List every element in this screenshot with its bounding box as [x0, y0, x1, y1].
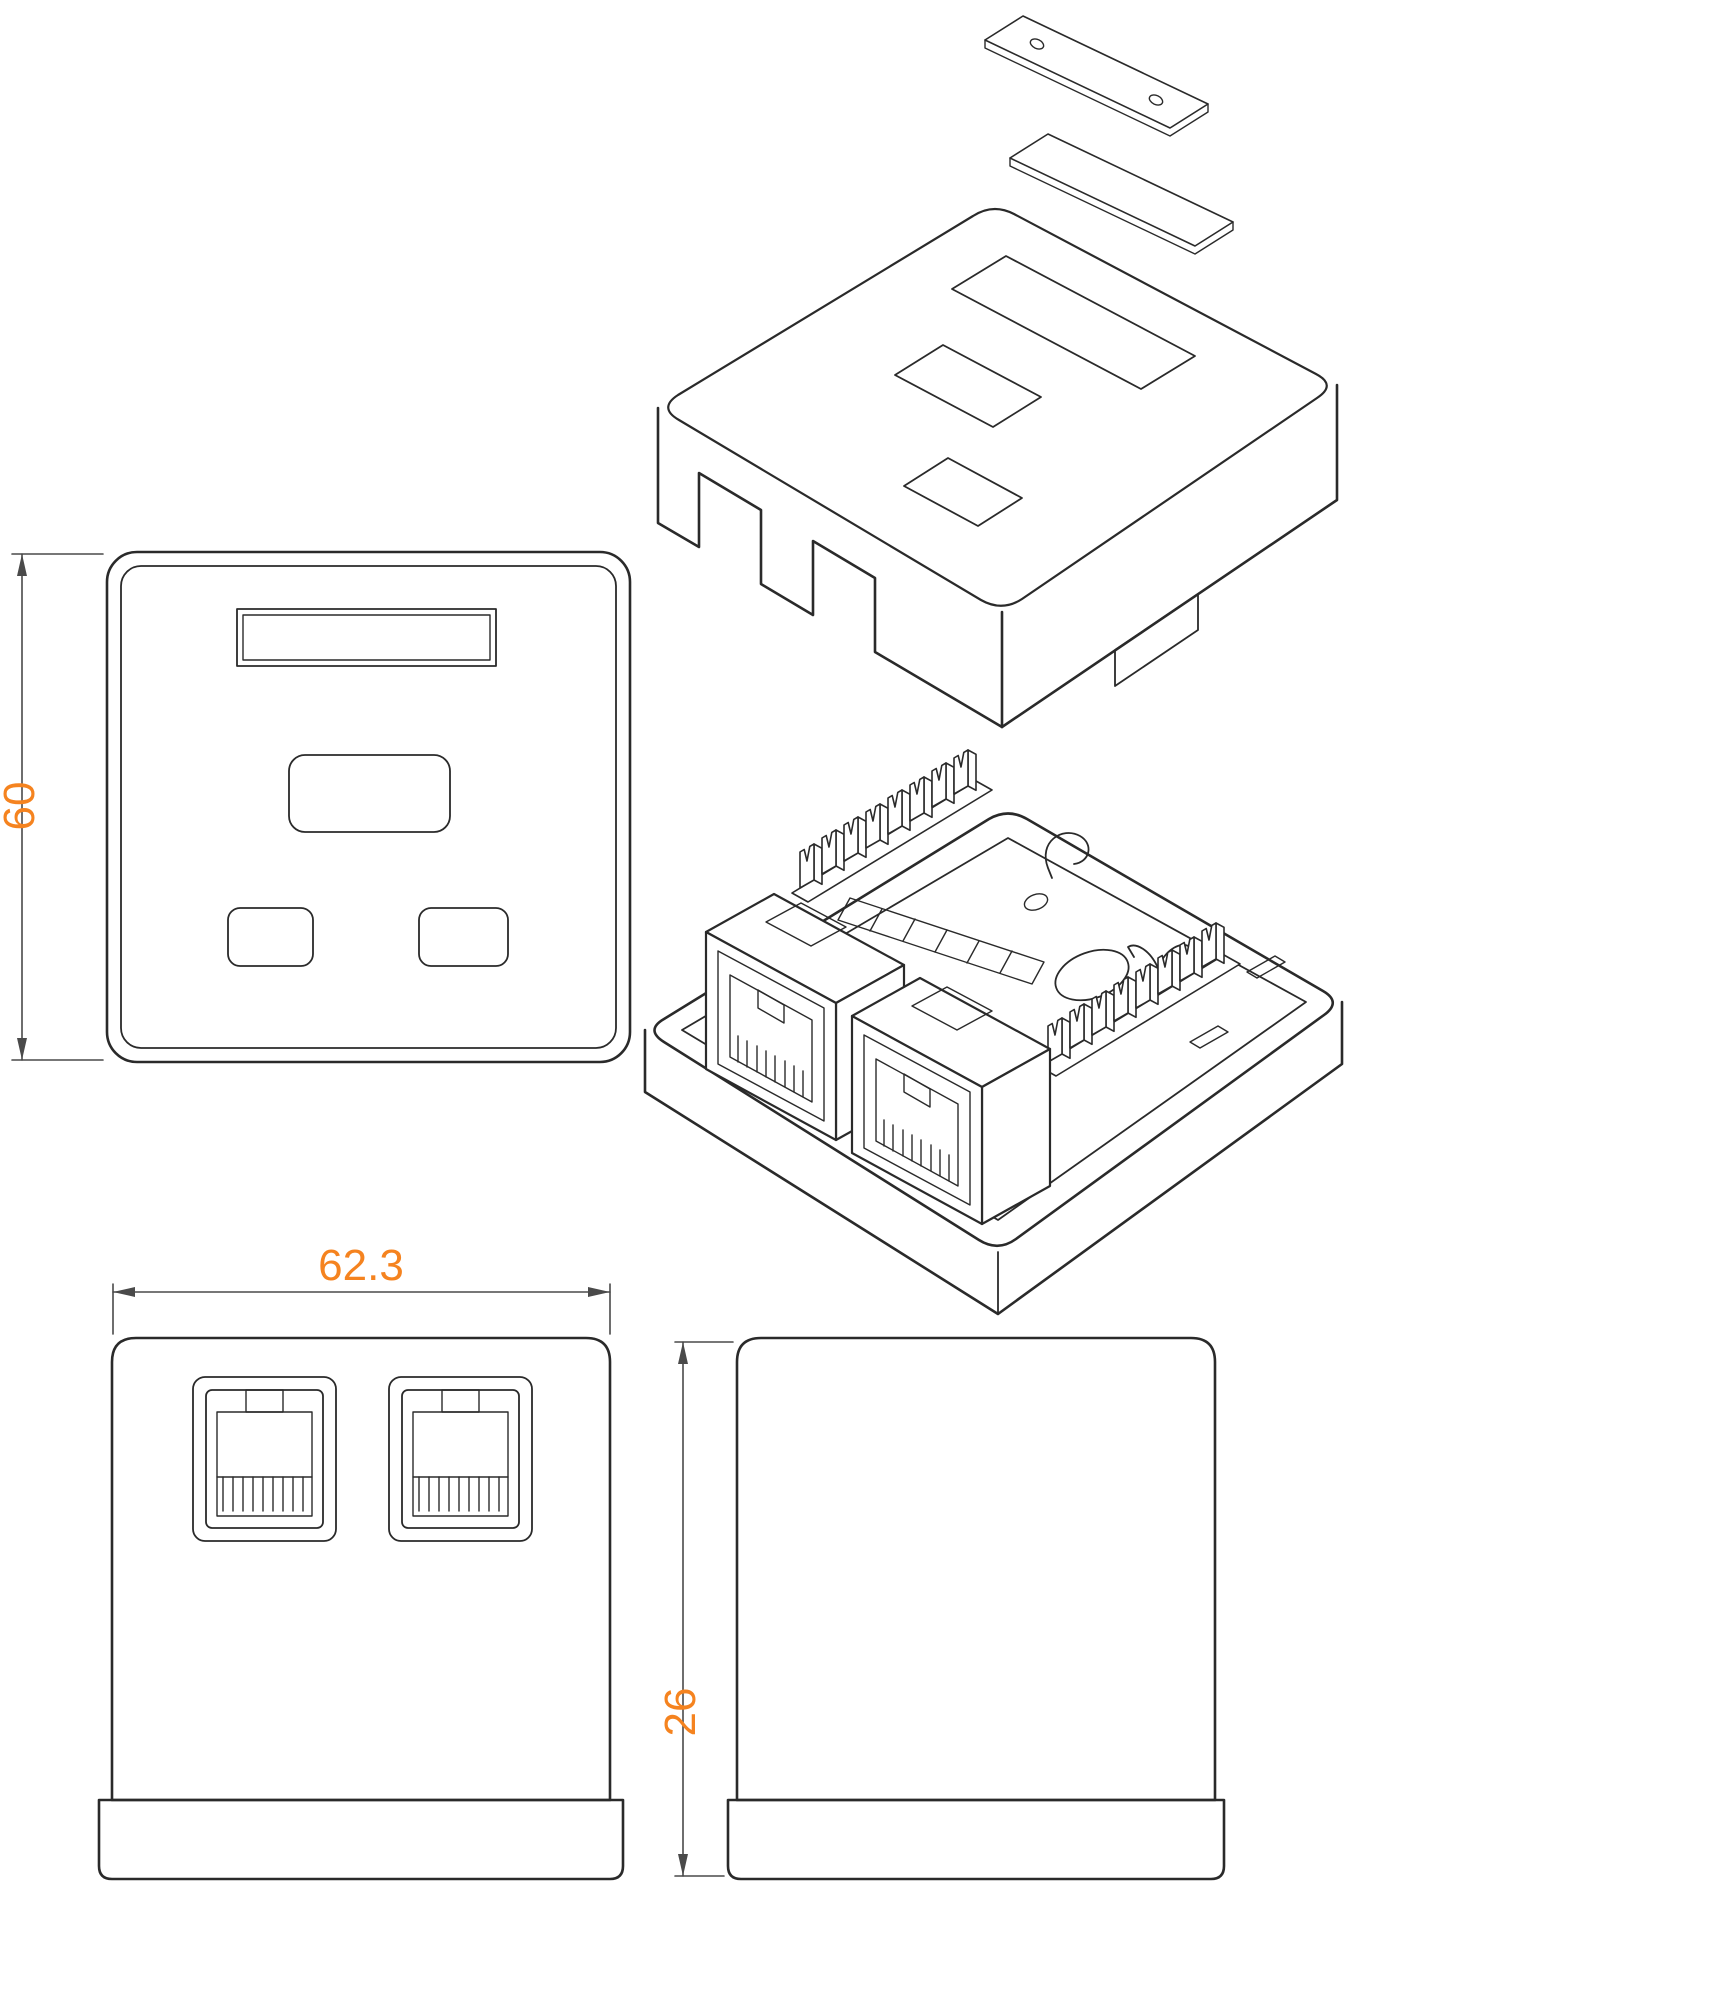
strip-thickness-edge: [1009, 157, 1234, 255]
center-opening: [288, 754, 451, 833]
side-view: [726, 1336, 1226, 1881]
screw-hole: [1023, 893, 1049, 911]
label-window-inner: [242, 614, 491, 661]
idc-contact: [821, 829, 845, 875]
height-dimension: 60: [0, 553, 104, 1061]
box-body-outline: [735, 1336, 1217, 1802]
idc-contact: [931, 762, 955, 808]
box-base-flange: [97, 1798, 625, 1881]
bottom-left-opening: [227, 907, 314, 967]
strip-hole-left: [1029, 38, 1045, 50]
arrowhead-up-icon: [678, 1342, 688, 1364]
bottom-right-opening: [418, 907, 509, 967]
cover-lower-cutout: [903, 457, 1023, 527]
idc-contact: [799, 843, 823, 889]
base-outer-rim: [653, 812, 1335, 1248]
exploded-cover-view: [656, 15, 1339, 729]
floor-slot: [1246, 955, 1286, 979]
front-view: [105, 550, 632, 1064]
idc-contact: [909, 776, 933, 822]
front-ports-view: [97, 1336, 625, 1881]
cover-center-cutout: [894, 344, 1042, 428]
idc-contact: [1179, 936, 1203, 982]
arrowhead-right-icon: [588, 1287, 610, 1297]
depth-dimension-label: 26: [656, 1688, 705, 1737]
cover-left-wall: [656, 406, 1004, 729]
internal-base-view: [643, 749, 1344, 1316]
box-base-flange: [726, 1798, 1226, 1881]
keystone-jack-right: [850, 976, 1052, 1226]
cover-shell: [656, 207, 1339, 729]
idc-contact: [843, 816, 867, 862]
width-dimension: 62.3: [112, 1241, 611, 1335]
idc-contact: [1113, 976, 1137, 1022]
label-window: [236, 608, 497, 667]
idc-contact: [1091, 990, 1115, 1036]
width-dimension-label: 62.3: [318, 1241, 404, 1290]
idc-contact: [953, 749, 977, 795]
idc-contact: [1157, 949, 1181, 995]
cover-right-wall: [1000, 383, 1339, 729]
idc-contact: [865, 803, 889, 849]
arrowhead-down-icon: [17, 1038, 27, 1060]
arrowhead-up-icon: [17, 554, 27, 576]
floor-slot: [1189, 1025, 1229, 1049]
cover-snap-tab: [1114, 593, 1199, 687]
idc-contact: [1201, 922, 1225, 968]
height-dimension-label: 60: [0, 782, 44, 831]
box-body-outline: [110, 1336, 612, 1802]
idc-terminal-row-rear: [791, 749, 993, 903]
faceplate-inner-outline: [120, 565, 617, 1049]
channel-ribs: [869, 908, 1013, 974]
paper-label-strip: [1009, 133, 1234, 255]
cable-hook-clip: [1044, 832, 1090, 879]
cover-top-face: [667, 207, 1328, 607]
label-cover-strip: [984, 15, 1209, 137]
idc-contact: [1069, 1003, 1093, 1049]
idc-contact: [1135, 963, 1159, 1009]
strip-top-face: [984, 15, 1209, 129]
idc-contact: [1047, 1017, 1071, 1063]
mounting-hole: [1054, 948, 1130, 1002]
arrowhead-down-icon: [678, 1854, 688, 1876]
strip-thickness-edge: [984, 39, 1209, 137]
cover-label-slot: [951, 255, 1196, 390]
wire-guide-channel: [837, 897, 1045, 985]
idc-contact: [887, 789, 911, 835]
depth-dimension: 26: [656, 1341, 734, 1877]
rj45-port-right: [388, 1376, 533, 1542]
rj45-port-left: [192, 1376, 337, 1542]
strip-hole-right: [1148, 94, 1164, 106]
faceplate-outer-outline: [105, 550, 632, 1064]
arrowhead-left-icon: [113, 1287, 135, 1297]
